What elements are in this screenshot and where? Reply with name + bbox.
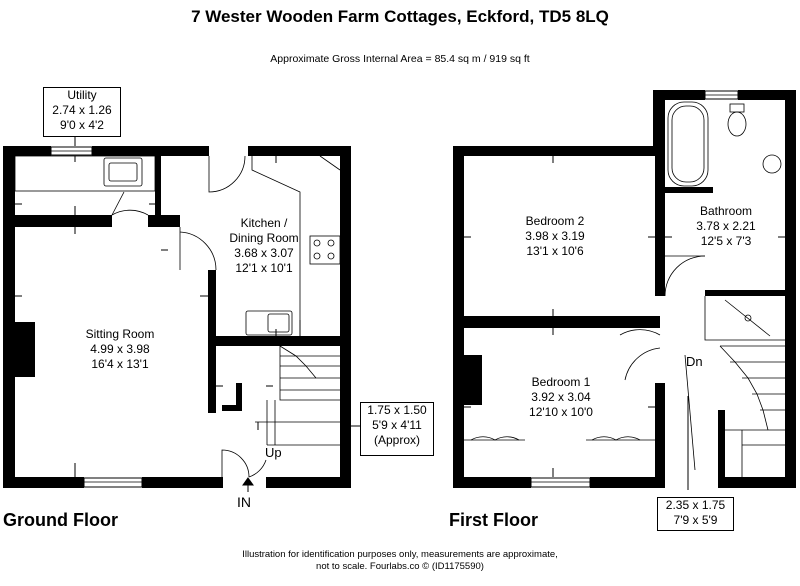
gf-wall-bottom-left: [3, 477, 84, 488]
ff-wall-left: [453, 146, 464, 488]
sitting-room-name: Sitting Room: [85, 327, 155, 341]
kitchen-imperial: 12'1 x 10'1: [235, 261, 293, 275]
disclaimer-line1: Illustration for identification purposes…: [242, 549, 558, 560]
ff-chimney: [464, 355, 482, 405]
bathroom-imperial: 12'5 x 7'3: [700, 234, 752, 248]
plan-title: 7 Wester Wooden Farm Cottages, Eckford, …: [191, 7, 609, 26]
kitchen-name-line1: Kitchen /: [240, 216, 288, 230]
gf-wall-cupboard-side: [236, 383, 242, 411]
gf-wall-top-right: [248, 146, 351, 156]
bathroom-label: Bathroom 3.78 x 2.21 12'5 x 7'3: [676, 204, 776, 249]
bedroom1-label: Bedroom 1 3.92 x 3.04 12'10 x 10'0: [506, 375, 616, 420]
bathroom-metric: 3.78 x 2.21: [696, 219, 756, 233]
ff-wall-bottom-left: [453, 477, 531, 488]
sitting-room-metric: 4.99 x 3.98: [90, 342, 150, 356]
entrance-label: IN: [237, 494, 251, 510]
kitchen-label: Kitchen / Dining Room 3.68 x 3.07 12'1 x…: [214, 216, 314, 276]
ground-floor-label: Ground Floor: [3, 510, 118, 530]
ff-wall-top-left: [453, 146, 653, 156]
disclaimer-line2: not to scale. Fourlabs.co © (ID1175590): [316, 561, 484, 572]
gf-wall-left: [3, 146, 15, 488]
gf-wall-top-mid: [92, 146, 209, 156]
gf-wall-sitting-kitchen: [208, 270, 216, 413]
kitchen-metric: 3.68 x 3.07: [234, 246, 294, 260]
ff-wall-bed1-landing: [655, 383, 665, 488]
gf-wall-cupboard: [222, 405, 242, 411]
gf-wall-bottom-right: [266, 477, 351, 488]
ff-wall-bottom-mid: [590, 477, 662, 488]
ff-wall-bottom-right: [720, 477, 796, 488]
sitting-room-imperial: 16'4 x 13'1: [91, 357, 149, 371]
utility-label-box: Utility 2.74 x 1.26 9'0 x 4'2: [43, 87, 121, 137]
gf-wall-utility-kitchen: [155, 156, 161, 227]
hall-label-box: 1.75 x 1.50 5'9 x 4'11 (Approx): [360, 402, 434, 456]
bedroom2-imperial: 13'1 x 10'6: [526, 244, 584, 258]
hall-imperial: 5'9 x 4'11: [372, 418, 422, 432]
gf-wall-bottom-mid: [142, 477, 223, 488]
utility-metric: 2.74 x 1.26: [52, 103, 112, 117]
utility-name: Utility: [67, 88, 97, 102]
ff-wall-top-bath-left: [653, 90, 705, 100]
landing-imperial: 7'9 x 5'9: [673, 513, 718, 527]
ff-wall-bath-bottom: [705, 290, 785, 296]
hall-approx: (Approx): [373, 433, 420, 447]
gf-wall-top-left: [3, 146, 51, 156]
bedroom2-name: Bedroom 2: [525, 214, 585, 228]
ff-window-bed1: [530, 477, 591, 488]
bathroom-name: Bathroom: [699, 204, 753, 218]
sitting-room-label: Sitting Room 4.99 x 3.98 16'4 x 13'1: [60, 327, 180, 372]
hall-metric: 1.75 x 1.50: [367, 403, 427, 417]
ff-wall-top-bath-right: [738, 90, 795, 100]
kitchen-name-line2: Dining Room: [229, 231, 299, 245]
ff-wall-bath-inner: [665, 187, 713, 193]
bedroom2-metric: 3.98 x 3.19: [525, 229, 585, 243]
ff-wall-landing-cupboard: [718, 410, 725, 488]
gf-wall-kitchen-hall: [216, 336, 340, 346]
gross-area-text: Approximate Gross Internal Area = 85.4 s…: [270, 53, 530, 65]
gf-chimney: [15, 322, 35, 377]
bedroom1-name: Bedroom 1: [531, 375, 591, 389]
landing-metric: 2.35 x 1.75: [665, 498, 726, 512]
stairs-down-label: Dn: [686, 354, 703, 369]
bedroom1-imperial: 12'10 x 10'0: [529, 405, 593, 419]
gf-wall-right: [340, 146, 351, 488]
gf-window-sitting: [83, 477, 143, 488]
gf-wall-utility-left: [15, 215, 112, 227]
ff-wall-right: [785, 90, 796, 488]
ff-wall-bed2-bath: [655, 146, 665, 296]
bedroom2-label: Bedroom 2 3.98 x 3.19 13'1 x 10'6: [500, 214, 610, 259]
bedroom1-metric: 3.92 x 3.04: [531, 390, 591, 404]
stairs-up-label: Up: [265, 445, 282, 460]
utility-imperial: 9'0 x 4'2: [60, 118, 104, 132]
first-floor-label: First Floor: [449, 510, 538, 530]
ff-wall-bath-step: [653, 90, 665, 156]
landing-label-box: 2.35 x 1.75 7'9 x 5'9: [657, 497, 734, 531]
ff-wall-bed2-bed1: [464, 316, 660, 328]
gf-wall-utility-right: [148, 215, 180, 227]
